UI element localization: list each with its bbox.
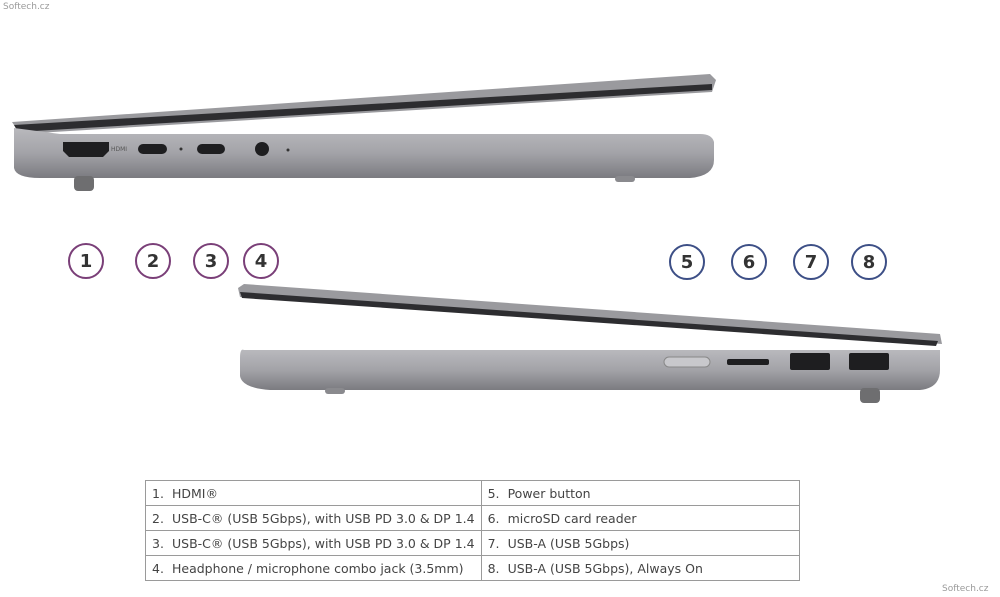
callout-3: 3: [193, 243, 229, 279]
item-number: 7.: [487, 535, 500, 551]
port-label: microSD card reader: [507, 510, 637, 526]
callout-7: 7: [793, 244, 829, 280]
callout-4: 4: [243, 243, 279, 279]
laptop-right-side: [238, 279, 942, 403]
watermark-bottom: Softech.cz: [942, 584, 989, 594]
callout-1: 1: [68, 243, 104, 279]
item-number: 1.: [152, 485, 164, 501]
item-number: 5.: [487, 485, 500, 501]
watermark-top: Softech.cz: [3, 2, 50, 12]
foot: [74, 176, 94, 191]
item-number: 3.: [152, 535, 164, 551]
table-row: 3. USB-C® (USB 5Gbps), with USB PD 3.0 & …: [145, 530, 800, 556]
item-number: 8.: [487, 560, 500, 576]
item-number: 6.: [487, 510, 500, 526]
port-label: USB-A (USB 5Gbps): [507, 535, 630, 551]
port-label: USB-A (USB 5Gbps), Always On: [507, 560, 703, 576]
port-label: Headphone / microphone combo jack (3.5mm…: [172, 560, 464, 576]
port-label: USB-C® (USB 5Gbps), with USB PD 3.0 & DP…: [172, 510, 475, 526]
callout-2: 2: [135, 243, 171, 279]
callout-8: 8: [851, 244, 887, 280]
usb-a-port-1: [790, 353, 830, 370]
hdmi-port: [63, 142, 109, 157]
usb-c-port-1: [138, 144, 167, 154]
ports-legend-table: 1. HDMI® 5. Power button 2. USB-C® (USB 5Gb…: [145, 480, 800, 581]
usb-a-port-2: [849, 353, 889, 370]
power-button: [663, 356, 711, 368]
item-number: 4.: [152, 560, 164, 576]
callout-5: 5: [669, 244, 705, 280]
callout-6: 6: [731, 244, 767, 280]
hdmi-marking: HDMI: [111, 146, 127, 153]
port-label: Power button: [507, 485, 591, 501]
table-row: 1. HDMI® 5. Power button: [145, 480, 800, 506]
port-label: USB-C® (USB 5Gbps), with USB PD 3.0 & DP…: [172, 535, 475, 551]
table-row: 2. USB-C® (USB 5Gbps), with USB PD 3.0 & …: [145, 505, 800, 531]
item-number: 2.: [152, 510, 164, 526]
audio-jack: [255, 142, 269, 156]
laptop-left-side: HDMI: [12, 74, 716, 244]
usb-c-port-2: [197, 144, 225, 154]
microsd-slot: [727, 359, 769, 365]
port-label: HDMI®: [172, 485, 218, 501]
table-row: 4. Headphone / microphone combo jack (3.5…: [145, 555, 800, 581]
